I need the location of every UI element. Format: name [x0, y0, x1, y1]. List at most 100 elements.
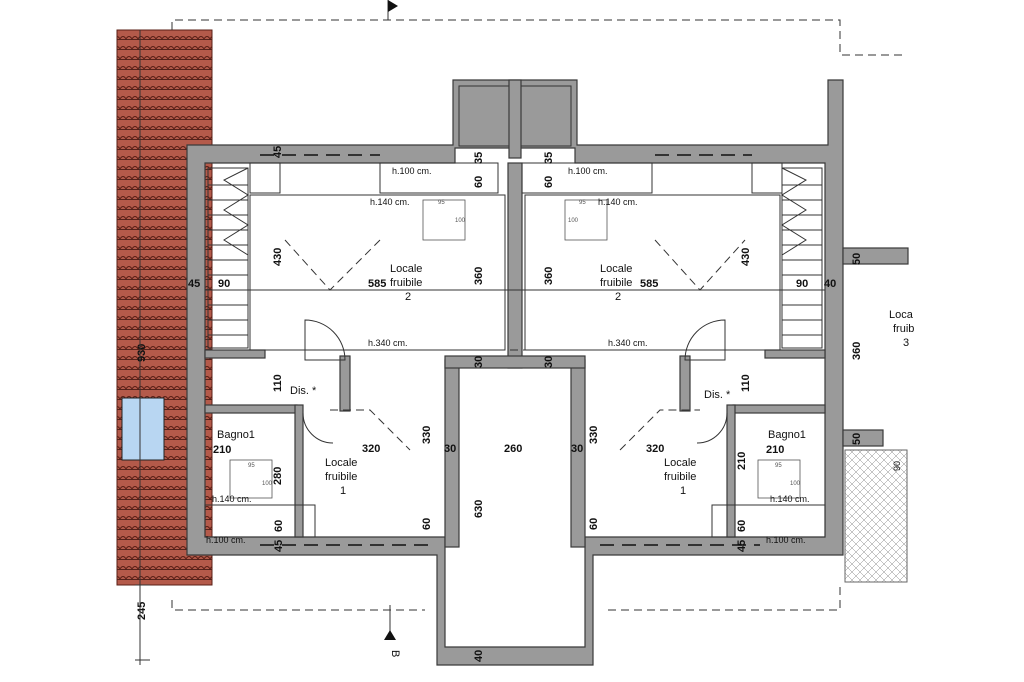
height-label-10: h.100 cm.: [766, 535, 806, 545]
stair-wall-left: [204, 349, 266, 359]
dim-35-top-left: 35: [473, 152, 485, 164]
neighbour-wall-mid: [842, 429, 884, 447]
dim-210-left: 210: [213, 444, 231, 456]
svg-text:100: 100: [790, 481, 801, 487]
dim-60-corr-left: 60: [421, 518, 433, 530]
room-label-right-main-1: Locale: [600, 263, 632, 275]
dim-330-right: 330: [588, 426, 600, 444]
bed-fixture-right: 95 100: [564, 199, 608, 241]
dim-360-right: 360: [851, 342, 863, 360]
height-label-1: h.100 cm.: [392, 166, 432, 176]
room-label-left-dis: Dis. *: [290, 385, 317, 397]
dim-30-right: 30: [571, 443, 583, 455]
room-label-right-bath: Bagno1: [768, 429, 806, 441]
dim-930: 930: [136, 344, 148, 362]
height-label-8: h.140 cm.: [770, 494, 810, 504]
balcony-divider: [508, 79, 522, 159]
room-label-left-lower-3: 1: [340, 485, 346, 497]
bed-fixture-left: 95 100: [422, 199, 466, 241]
dim-210-right: 210: [766, 444, 784, 456]
dim-30-left: 30: [444, 443, 456, 455]
height-label-2: h.100 cm.: [568, 166, 608, 176]
dim-60-bottom-right: 60: [736, 520, 748, 532]
dim-30-top-right: 30: [543, 356, 555, 368]
dim-60-corr-right: 60: [588, 518, 600, 530]
dim-35-top-right: 35: [543, 152, 555, 164]
room-label-left-main-1: Locale: [390, 263, 422, 275]
dim-360-center-right: 360: [543, 267, 555, 285]
height-label-9: h.100 cm.: [206, 535, 246, 545]
roof-ridge-right: [654, 239, 746, 291]
svg-text:95: 95: [248, 463, 255, 469]
svg-text:100: 100: [262, 481, 273, 487]
dim-60-top-left: 60: [473, 176, 485, 188]
svg-text:95: 95: [438, 200, 445, 206]
dim-60-bottom-left: 60: [273, 520, 285, 532]
dim-430-right: 430: [740, 248, 752, 266]
dim-40-bottom: 40: [473, 650, 485, 662]
room-label-right-lower-2: fruibile: [664, 471, 696, 483]
dim-40-right: 40: [824, 278, 836, 290]
dis-wall-right: [679, 355, 691, 412]
dim-90-right: 90: [796, 278, 808, 290]
height-label-3: h.140 cm.: [370, 197, 410, 207]
door-swing-right: [684, 319, 726, 361]
room-right-outline: [524, 194, 781, 351]
dim-360-center-left: 360: [473, 267, 485, 285]
door-bath-right: [696, 412, 728, 444]
stair-wall-right: [764, 349, 826, 359]
dim-45-bottom-left: 45: [273, 540, 285, 552]
corridor-wall-top: [444, 355, 586, 369]
dim-260: 260: [504, 443, 522, 455]
bath-partition-left: [294, 404, 304, 538]
room-label-partial-2: fruib: [893, 323, 914, 335]
bath-partition-right: [726, 404, 736, 538]
room-label-left-main-2: fruibile: [390, 277, 422, 289]
dim-210-right-vert: 210: [736, 452, 748, 470]
door-bath-left: [302, 412, 334, 444]
room-label-right-dis: Dis. *: [704, 389, 731, 401]
height-label-6: h.340 cm.: [608, 338, 648, 348]
room-label-left-main-3: 2: [405, 291, 411, 303]
room-label-partial-3: 3: [903, 337, 909, 349]
svg-text:100: 100: [455, 218, 466, 224]
dim-45-top-left: 45: [272, 146, 284, 158]
room-label-right-lower-3: 1: [680, 485, 686, 497]
stairs-right: [781, 167, 823, 349]
room-left-outline: [249, 194, 506, 351]
central-wall: [507, 162, 523, 369]
height-label-5: h.340 cm.: [368, 338, 408, 348]
fixture-90: 90: [892, 461, 902, 471]
column-top-right: [751, 162, 783, 194]
room-label-left-lower-2: fruibile: [325, 471, 357, 483]
bath-wall-right: [732, 404, 826, 414]
svg-text:95: 95: [579, 200, 586, 206]
roof-outline-bottom-left: [171, 600, 425, 611]
dim-50-right-top: 50: [851, 253, 863, 265]
dim-110-right: 110: [740, 374, 752, 392]
dim-430-left: 430: [272, 248, 284, 266]
dim-330-left: 330: [421, 426, 433, 444]
height-label-4: h.140 cm.: [598, 197, 638, 207]
roof-ridge-left: [284, 239, 381, 291]
room-label-left-lower-1: Locale: [325, 457, 357, 469]
dim-630: 630: [473, 500, 485, 518]
dis-wall-left: [339, 355, 351, 412]
bath-fixture-left: 95 100: [229, 459, 273, 499]
column-top-left: [249, 162, 281, 194]
room-label-right-main-3: 2: [615, 291, 621, 303]
section-marker-top: [387, 0, 398, 20]
room-label-right-main-2: fruibile: [600, 277, 632, 289]
room-label-partial-1: Loca: [889, 309, 914, 321]
dim-585-right: 585: [640, 278, 658, 290]
terrace-hatch: [844, 449, 908, 583]
room-label-right-lower-1: Locale: [664, 457, 696, 469]
door-swing-left: [304, 319, 346, 361]
dim-245: 245: [136, 602, 148, 620]
storage-top-right: [521, 162, 653, 194]
ridge-lower-right: [619, 409, 700, 451]
room-label-left-bath: Bagno1: [217, 429, 255, 441]
bath-wall-left: [204, 404, 298, 414]
section-marker-bottom: B: [384, 605, 401, 657]
